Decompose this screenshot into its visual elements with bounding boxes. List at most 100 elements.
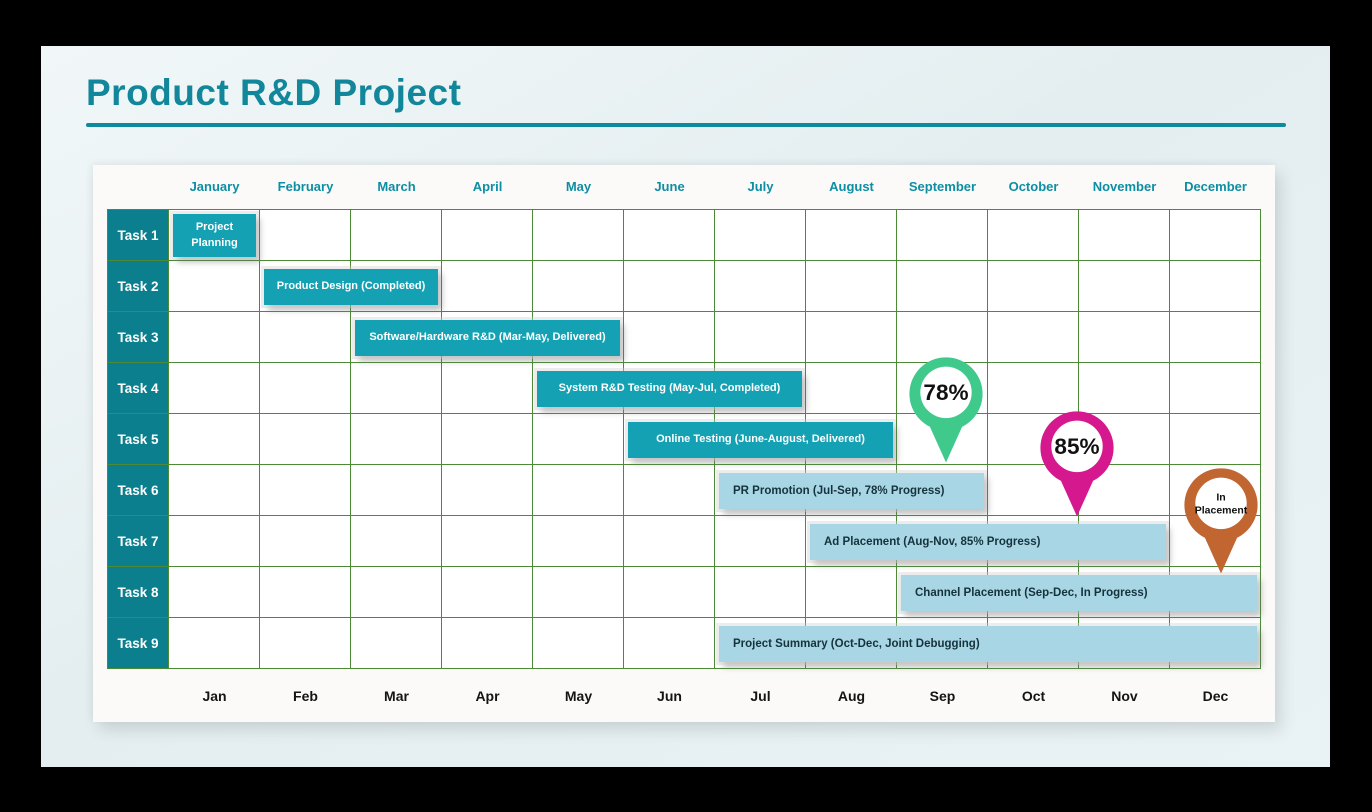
grid-cell: [533, 465, 624, 516]
grid-cell: [806, 567, 897, 618]
month-footer-apr: Apr: [475, 688, 500, 704]
grid-cell: [260, 465, 351, 516]
month-header-jan: January: [189, 179, 240, 194]
progress-pin-85: 85%: [1040, 410, 1114, 516]
task-bar: Channel Placement (Sep-Dec, In Progress): [901, 574, 1257, 611]
task-row-label: Task 5: [108, 414, 169, 465]
grid-cell: [533, 618, 624, 669]
task-row-label: Task 9: [108, 618, 169, 669]
month-header-mar: March: [377, 179, 416, 194]
pin-label: 78%: [923, 380, 968, 405]
grid-cell: [1170, 414, 1261, 465]
grid-cell: [260, 312, 351, 363]
grid-cell: [351, 567, 442, 618]
grid-cell: [351, 618, 442, 669]
task-row-label: Task 6: [108, 465, 169, 516]
task-row-label: Task 7: [108, 516, 169, 567]
grid-cell: [169, 618, 260, 669]
grid-cell: [169, 567, 260, 618]
grid-cell: [1170, 312, 1261, 363]
grid-cell: [988, 210, 1079, 261]
grid-cell: [715, 261, 806, 312]
grid-cell: [806, 210, 897, 261]
page-title: Product R&D Project: [86, 72, 462, 113]
grid-cell: [533, 516, 624, 567]
month-footer-aug: Aug: [837, 688, 866, 704]
grid-cell: [442, 567, 533, 618]
grid-cell: [533, 414, 624, 465]
grid-cell: [351, 465, 442, 516]
grid-cell: [169, 312, 260, 363]
grid-cell: [260, 516, 351, 567]
grid-cell: [533, 261, 624, 312]
grid-cell: [533, 210, 624, 261]
task-bar-label: Channel Placement (Sep-Dec, In Progress): [915, 586, 1148, 599]
month-footer-nov: Nov: [1111, 688, 1138, 704]
grid-cell: [715, 567, 806, 618]
grid-cell: [624, 567, 715, 618]
task-bar-label: PR Promotion (Jul-Sep, 78% Progress): [733, 484, 945, 497]
grid-cell: [442, 618, 533, 669]
grid-cell: [351, 363, 442, 414]
grid-cell: [897, 210, 988, 261]
grid-cell: [1079, 312, 1170, 363]
task-row-label: Task 3: [108, 312, 169, 363]
grid-cell: [351, 516, 442, 567]
grid-cell: [1079, 363, 1170, 414]
grid-cell: [1170, 261, 1261, 312]
month-footer-dec: Dec: [1202, 688, 1229, 704]
grid-cell: [260, 618, 351, 669]
grid-cell: [897, 261, 988, 312]
task-bar: PR Promotion (Jul-Sep, 78% Progress): [719, 472, 984, 509]
month-header-jul: July: [747, 179, 774, 194]
grid-cell: [1170, 210, 1261, 261]
month-footer-jul: Jul: [750, 688, 771, 704]
task-bar: Ad Placement (Aug-Nov, 85% Progress): [810, 523, 1166, 560]
grid-cell: [533, 567, 624, 618]
month-header-dec: December: [1184, 179, 1247, 194]
grid-cell: [169, 516, 260, 567]
grid-cell: [442, 516, 533, 567]
grid-cell: [442, 210, 533, 261]
task-bar: Online Testing (June-August, Delivered): [628, 421, 893, 458]
grid-cell: [351, 414, 442, 465]
grid-cell: [624, 516, 715, 567]
grid-cell: [351, 210, 442, 261]
month-footer-sep: Sep: [929, 688, 956, 704]
grid-cell: [715, 516, 806, 567]
grid-cell: [1170, 363, 1261, 414]
grid-cell: [442, 261, 533, 312]
slide-background: Product R&D Project January February March…: [41, 46, 1330, 767]
task-bar-label: System R&D Testing (May-Jul, Completed): [558, 381, 781, 394]
grid-cell: [806, 363, 897, 414]
task-bar-label: Product Design (Completed): [276, 279, 426, 292]
month-footer-may: May: [564, 688, 593, 704]
grid-cell: [715, 210, 806, 261]
grid-cell: [988, 261, 1079, 312]
grid-cell: [169, 363, 260, 414]
month-header-may: May: [565, 179, 592, 194]
grid-cell: [624, 261, 715, 312]
grid-cell: [442, 363, 533, 414]
month-header-feb: February: [277, 179, 334, 194]
grid-cell: [624, 312, 715, 363]
grid-cell: [442, 414, 533, 465]
month-header-apr: April: [472, 179, 503, 194]
pin-label: 85%: [1054, 434, 1099, 459]
grid-cell: [1079, 210, 1170, 261]
grid-cell: [988, 312, 1079, 363]
task-bar-label: Ad Placement (Aug-Nov, 85% Progress): [824, 535, 1041, 548]
grid-cell: [715, 312, 806, 363]
grid-cell: [806, 312, 897, 363]
task-row-label: Task 1: [108, 210, 169, 261]
task-bar: Project Summary (Oct-Dec, Joint Debuggin…: [719, 625, 1257, 662]
task-row-label: Task 2: [108, 261, 169, 312]
task-bar: Software/Hardware R&D (Mar-May, Delivere…: [355, 319, 620, 356]
task-bar: System R&D Testing (May-Jul, Completed): [537, 370, 802, 407]
grid-cell: [624, 465, 715, 516]
grid-cell: [442, 465, 533, 516]
grid-cell: [624, 618, 715, 669]
month-footer-jan: Jan: [202, 688, 227, 704]
